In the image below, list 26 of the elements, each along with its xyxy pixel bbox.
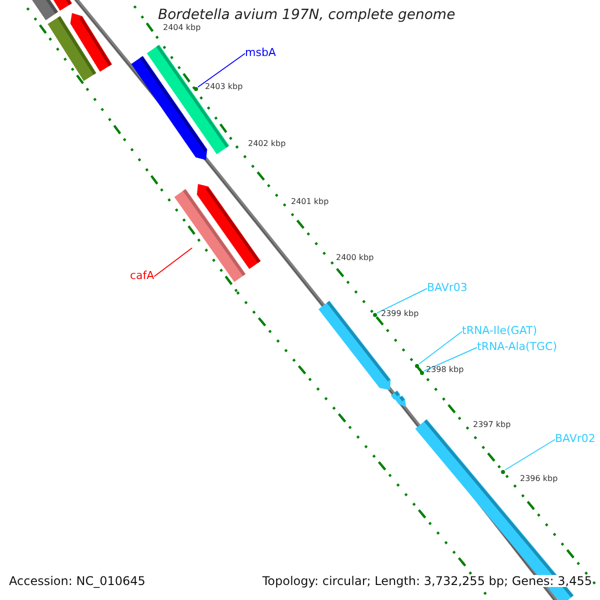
leader-line <box>198 53 246 88</box>
tick-label: 2404 kbp <box>163 24 201 32</box>
leader-line <box>154 248 192 277</box>
tick-label: 2402 kbp <box>248 140 286 148</box>
leader-line <box>376 288 428 314</box>
tick-label: 2400 kbp <box>336 254 374 262</box>
tick-mark <box>501 470 505 474</box>
gene-label: msbA <box>245 47 276 58</box>
tick-mark <box>373 313 377 317</box>
leader-line <box>424 347 478 372</box>
gene-label: cafA <box>130 270 154 281</box>
accession-text: Accession: NC_010645 <box>9 575 146 587</box>
leader-line <box>418 331 462 364</box>
tick-mark <box>415 364 419 368</box>
leader-line <box>504 439 556 470</box>
tick-label: 2398 kbp <box>426 366 464 374</box>
tick-mark <box>194 87 198 91</box>
gene-label: BAVr03 <box>427 282 468 293</box>
genome-info-text: Topology: circular; Length: 3,732,255 bp; Genes: 3,455 <box>262 575 592 587</box>
gene-label: tRNA-Ile(GAT) <box>462 325 538 336</box>
gene-label: BAVr02 <box>555 433 596 444</box>
tick-mark <box>420 371 424 375</box>
tick-label: 2397 kbp <box>473 421 511 429</box>
gene-label: tRNA-Ala(TGC) <box>477 341 558 352</box>
tick-label: 2401 kbp <box>291 198 329 206</box>
title: Bordetella avium 197N, complete genome <box>158 8 456 22</box>
